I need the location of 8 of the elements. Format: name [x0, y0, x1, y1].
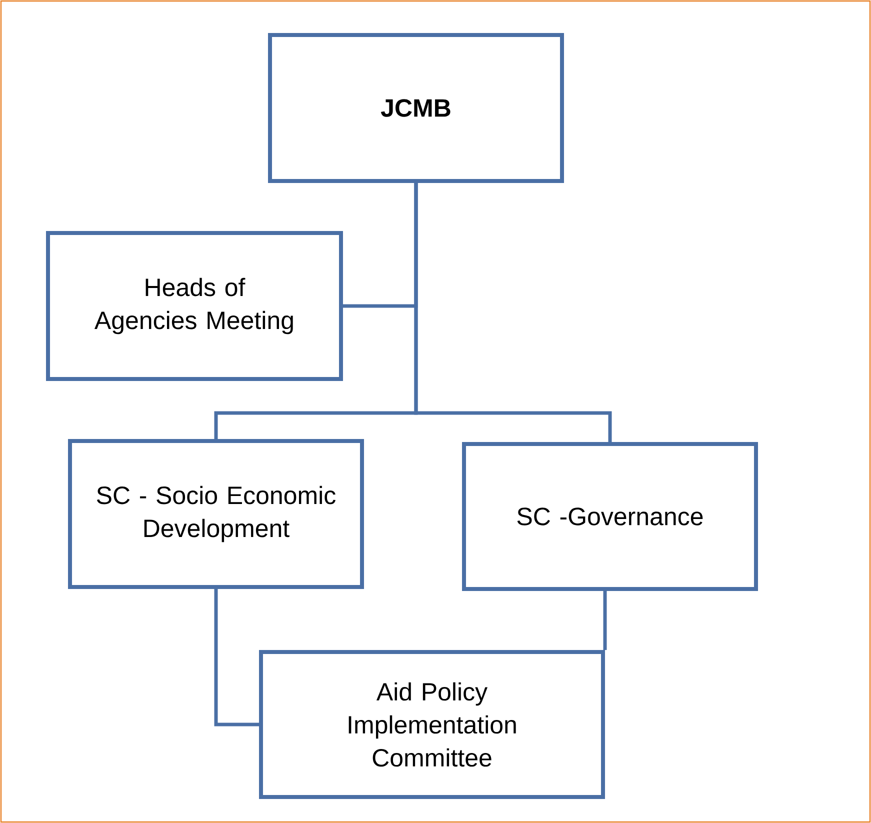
org-box: SC - Socio Economic Development [68, 439, 364, 589]
org-box: Aid Policy Implementation Committee [259, 650, 605, 799]
connector-line [603, 591, 607, 650]
org-box: JCMB [268, 33, 564, 183]
org-box: Heads of Agencies Meeting [46, 231, 343, 381]
org-box: SC -Governance [462, 442, 758, 591]
connector-line [214, 589, 259, 726]
connector-line [414, 183, 612, 442]
